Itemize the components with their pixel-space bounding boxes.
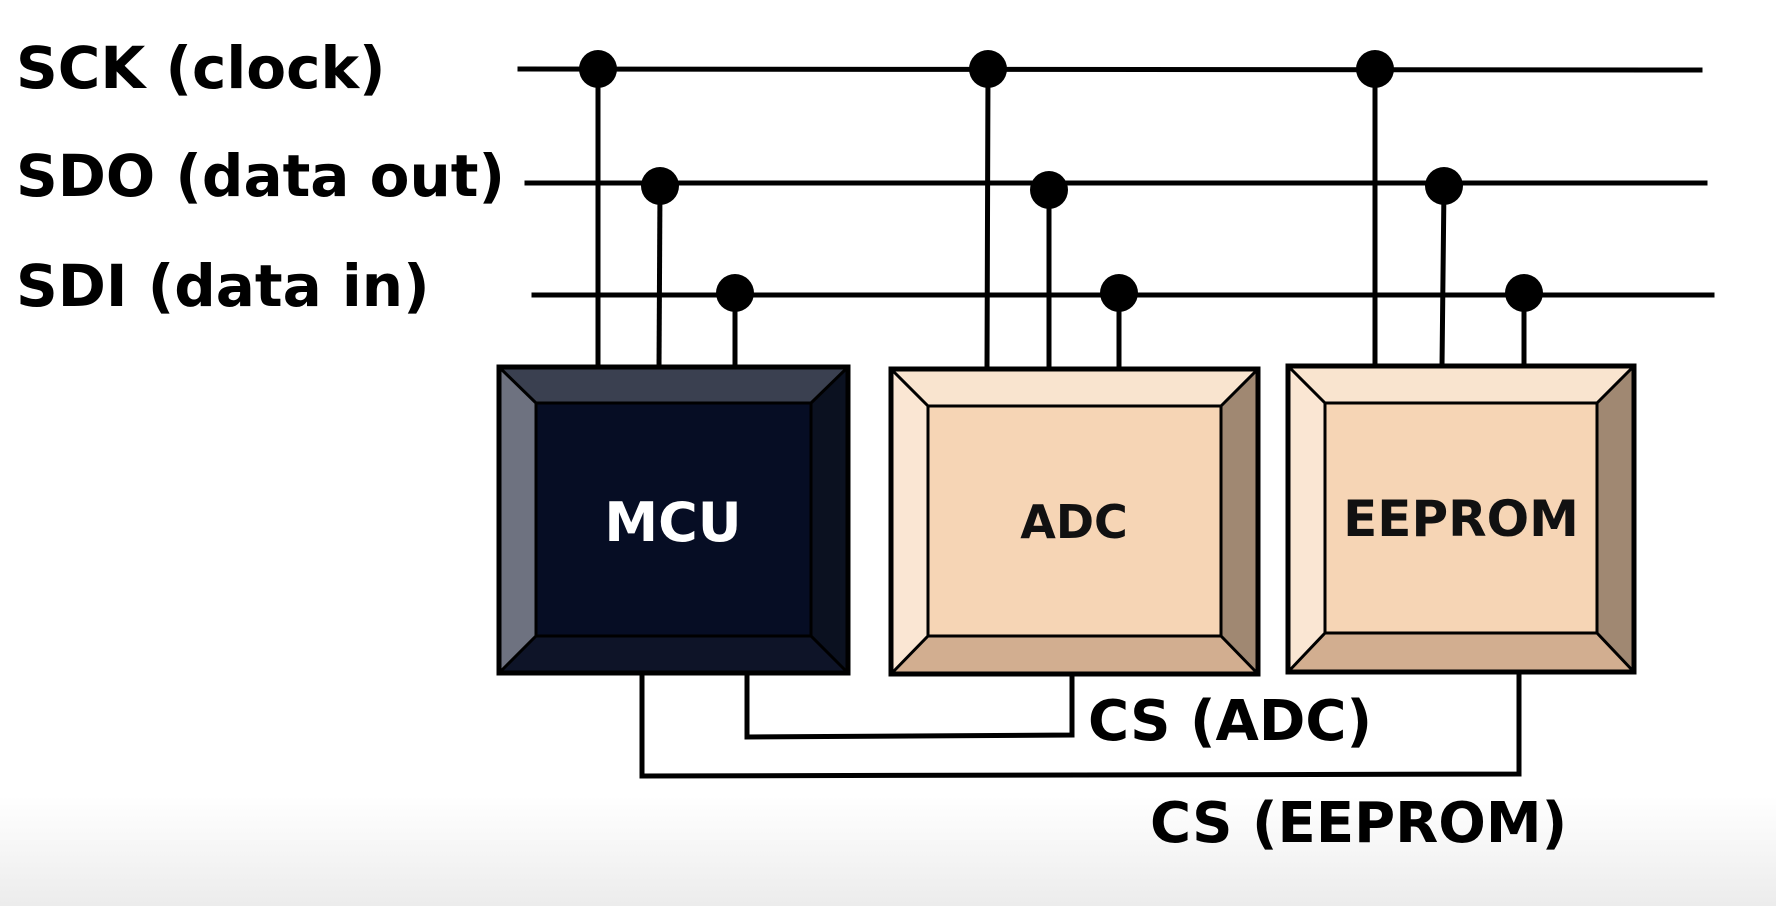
mcu-label: MCU <box>604 491 741 554</box>
mcu-bevel-top <box>499 367 848 403</box>
sck-bus-line <box>517 66 1703 73</box>
adc-bevel-left <box>891 369 928 674</box>
adc-bevel-bottom <box>891 636 1258 674</box>
cs-eeprom-wire <box>639 672 1522 779</box>
mcu-outline <box>496 364 851 676</box>
junction-dot <box>969 50 1007 88</box>
sck-label: SCK (clock) <box>16 34 386 102</box>
adc-chip: ADC <box>888 366 1261 677</box>
mcu-bevel-right <box>811 367 848 673</box>
cs-adc-label: CS (ADC) <box>1088 689 1372 754</box>
adc-sck-drop <box>984 66 991 371</box>
eeprom-face <box>1323 401 1599 635</box>
sdo-label: SDO (data out) <box>16 142 505 210</box>
junction-dot <box>716 274 754 312</box>
eeprom-bevel-right <box>1597 366 1634 672</box>
cs-eeprom-label: CS (EEPROM) <box>1150 791 1567 856</box>
eeprom-chip: EEPROM <box>1285 363 1637 675</box>
cs-adc-wire <box>744 672 1075 740</box>
mcu-bevel-bottom <box>499 636 848 673</box>
sdi-label: SDI (data in) <box>16 252 430 320</box>
junction-dot <box>1030 171 1068 209</box>
eeprom-bevel-bottom <box>1288 633 1634 672</box>
junction-dot <box>641 167 679 205</box>
eeprom-label: EEPROM <box>1343 490 1579 548</box>
mcu-face <box>534 401 813 638</box>
eeprom-sdo-drop <box>1439 183 1447 369</box>
adc-label: ADC <box>1020 495 1128 549</box>
adc-face <box>926 404 1223 638</box>
adc-bevel-top <box>891 369 1258 406</box>
eeprom-bevel-left <box>1288 366 1325 672</box>
adc-bevel-right <box>1221 369 1258 674</box>
bottom-fade <box>0 796 1776 906</box>
mcu-sdo-drop <box>656 183 663 371</box>
mcu-bevel-left <box>499 367 536 673</box>
eeprom-bevel-top <box>1288 366 1634 403</box>
junction-dot <box>1100 274 1138 312</box>
mcu-chip: MCU <box>496 364 851 676</box>
junction-dot <box>1356 50 1394 88</box>
adc-outline <box>888 366 1261 677</box>
junction-dot <box>1425 167 1463 205</box>
eeprom-outline <box>1285 363 1637 675</box>
junction-dot <box>1505 274 1543 312</box>
junction-dot <box>579 50 617 88</box>
